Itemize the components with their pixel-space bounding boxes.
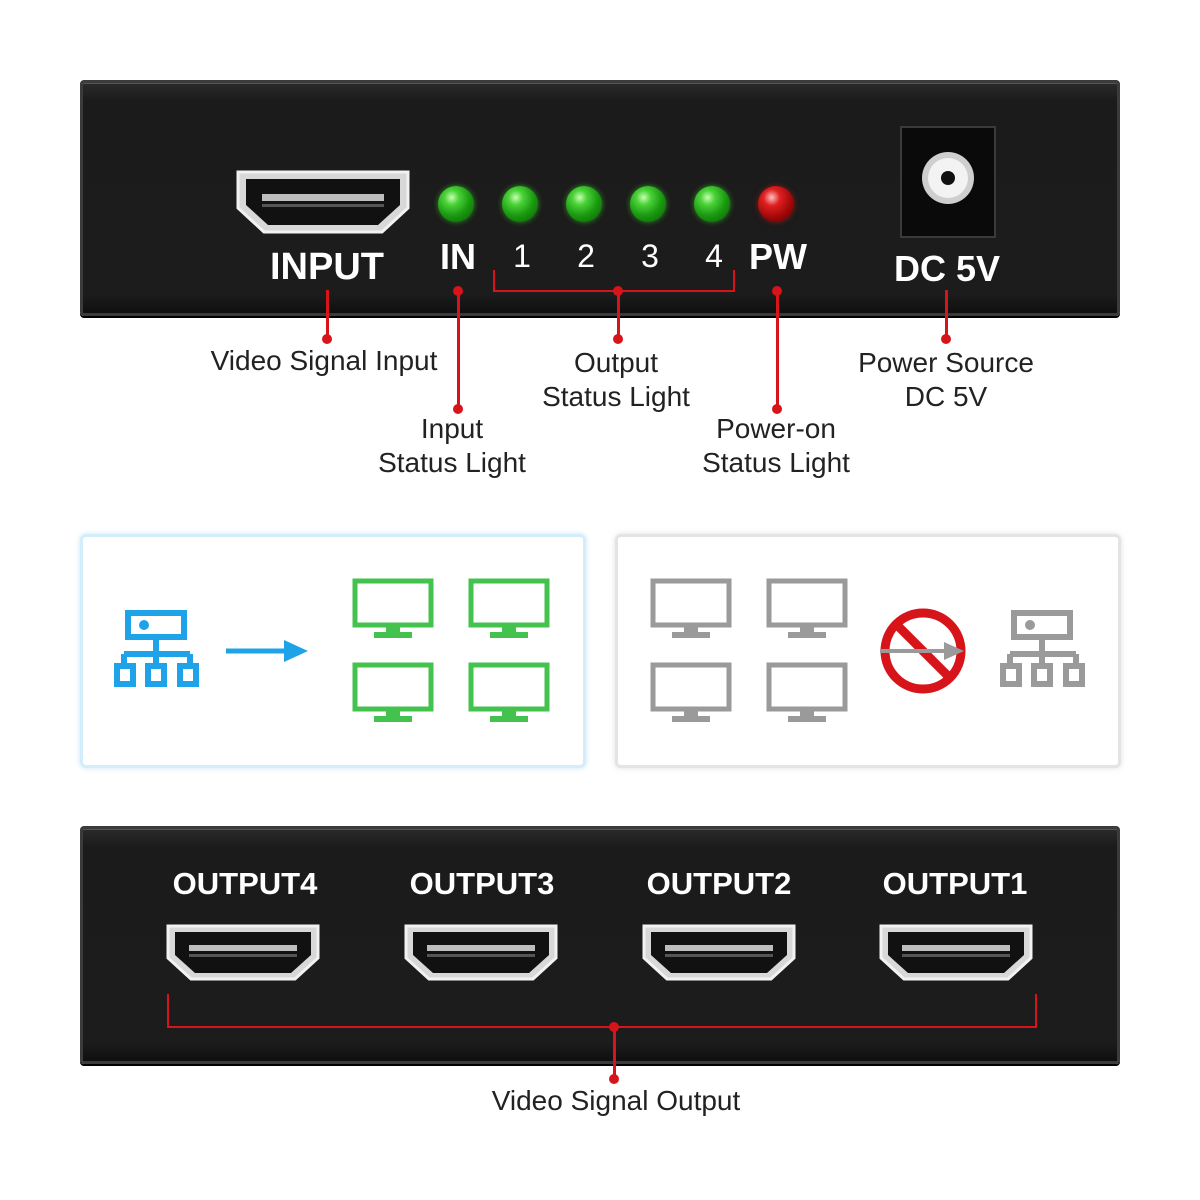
- led-label-4: 4: [705, 238, 723, 274]
- callout-power-on-line1: Power-on: [716, 413, 836, 444]
- no-entry-icon: [880, 608, 966, 694]
- input-port-label: INPUT: [270, 246, 384, 288]
- callout-dot-output-top: [609, 1022, 619, 1032]
- bracket-bottom-right: [1035, 994, 1037, 1028]
- bracket-outputs-left: [493, 270, 495, 292]
- hdmi-output-port-1: [879, 924, 1033, 981]
- monitor-icon: [650, 662, 732, 722]
- callout-dot-in-bottom: [453, 404, 463, 414]
- callout-output-status-line1: Output: [573, 347, 659, 378]
- hdmi-input-port: [236, 170, 410, 234]
- hdmi-output-port-4: [166, 924, 320, 981]
- callout-line-out: [617, 290, 620, 338]
- callout-input-status-line2: Status Light: [378, 447, 526, 478]
- callout-dot-input: [322, 334, 332, 344]
- led-in-label: IN: [440, 236, 476, 277]
- led-label-2: 2: [577, 238, 595, 274]
- led-output-3: [630, 186, 666, 222]
- callout-power-on-line2: Status Light: [702, 447, 850, 478]
- callout-line-input: [326, 290, 329, 338]
- arrow-right-icon: [226, 640, 308, 662]
- callout-line-pw: [776, 290, 779, 408]
- led-power: [758, 186, 794, 222]
- monitor-icon: [352, 662, 434, 722]
- callout-input-status: Input Status Light: [352, 412, 552, 480]
- bracket-bottom-line: [167, 1026, 1037, 1028]
- monitor-icon: [766, 578, 848, 638]
- callout-video-signal-output: Video Signal Output: [491, 1085, 741, 1116]
- monitor-icon: [468, 578, 550, 638]
- callout-line-dc: [945, 290, 948, 338]
- callout-dot-pw-bottom: [772, 404, 782, 414]
- callout-output-status-line2: Status Light: [542, 381, 690, 412]
- callout-output-status: Output Status Light: [516, 346, 716, 414]
- callout-input-status-line1: Input: [420, 413, 484, 444]
- output3-label: OUTPUT3: [409, 866, 555, 901]
- led-output-2: [566, 186, 602, 222]
- led-output-1: [502, 186, 538, 222]
- callout-line-output: [613, 1028, 616, 1078]
- monitor-icon: [650, 578, 732, 638]
- output2-label: OUTPUT2: [646, 866, 792, 901]
- output4-label: OUTPUT4: [172, 866, 318, 901]
- output1-label: OUTPUT1: [882, 866, 1028, 901]
- led-pw-label: PW: [749, 236, 807, 277]
- callout-power-source-line1: Power Source: [858, 347, 1034, 378]
- led-label-1: 1: [513, 238, 531, 274]
- bracket-outputs-right: [733, 270, 735, 292]
- led-output-4: [694, 186, 730, 222]
- led-in: [438, 186, 474, 222]
- dc-label: DC 5V: [893, 248, 1001, 289]
- network-hub-icon: [114, 610, 199, 687]
- monitor-icon: [352, 578, 434, 638]
- callout-video-signal-input: Video Signal Input: [210, 345, 438, 376]
- callout-line-in: [457, 290, 460, 408]
- dc-jack: [900, 126, 996, 238]
- callout-power-source-line2: DC 5V: [904, 381, 988, 412]
- hdmi-output-port-3: [404, 924, 558, 981]
- network-hub-icon: [1000, 610, 1085, 687]
- callout-dot-out-bottom: [613, 334, 623, 344]
- callout-dot-dc: [941, 334, 951, 344]
- callout-power-source: Power Source DC 5V: [836, 346, 1056, 414]
- bracket-bottom-left: [167, 994, 169, 1028]
- monitor-icon: [766, 662, 848, 722]
- led-label-3: 3: [641, 238, 659, 274]
- monitor-icon: [468, 662, 550, 722]
- callout-power-on-status: Power-on Status Light: [676, 412, 876, 480]
- hdmi-output-port-2: [642, 924, 796, 981]
- callout-dot-output-bottom: [609, 1074, 619, 1084]
